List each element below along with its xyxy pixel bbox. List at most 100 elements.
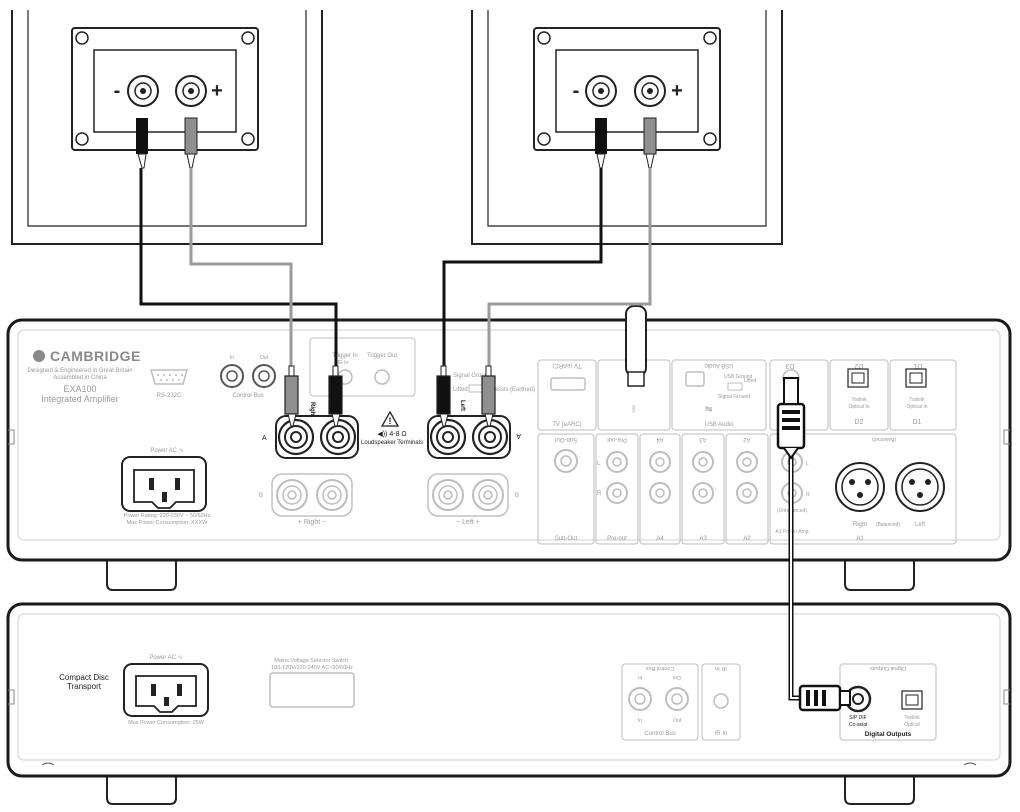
transport-name-line-1: Compact Disc [59, 673, 109, 682]
amp-power-ac-label: Power AC ∿ [150, 448, 183, 454]
a3-r-jack [692, 482, 714, 504]
negative-binding-post [127, 75, 159, 107]
a3-label-flipped: A3 [699, 436, 707, 442]
xlr-right-label: Right [853, 522, 867, 528]
negative-plug [136, 118, 148, 154]
transport-in-label: In [638, 718, 642, 724]
transport-in-top: In [638, 674, 642, 680]
mains-selector-line-1: Mains Voltage Selector Switch: [274, 658, 350, 664]
lifted-label: Lifted [453, 387, 468, 393]
pre-out-label-flipped: Pre-out [607, 436, 627, 442]
optical-label: Optical [904, 722, 920, 728]
control-bus-label: Control Bus [232, 393, 263, 399]
speaker-a-label-right: A [516, 432, 521, 439]
usb-signal-ground-label: Signal Ground [718, 394, 750, 400]
amp-max-power-label: Max Power Consumption: XXXW [127, 520, 209, 526]
rs232-port [150, 369, 188, 385]
mains-selector-line-2: 100-120V/220-240V AC~50/60Hz [271, 665, 353, 671]
earthed-label: Chassis (Earthed) [487, 387, 535, 393]
transport-name-line-2: Transport [67, 682, 102, 691]
d1-optical-label: Optical In [906, 404, 927, 410]
coaxial-output-jack [844, 685, 872, 713]
transport-out-top: Out [672, 674, 681, 680]
usb-icon: ⇋ [705, 404, 713, 414]
right-speaker: - + [471, 10, 783, 245]
d1-label-flipped: D1 [913, 362, 922, 369]
plug-right-negative [328, 375, 343, 415]
cambridge-logo-icon [33, 350, 45, 362]
transport-ir-jack [713, 693, 729, 709]
positive-binding-post [175, 75, 207, 107]
plus-label: + [671, 80, 683, 102]
amp-speaker-plugs: Right Left [284, 365, 496, 427]
negative-plug [595, 118, 607, 154]
a1-label: A1 [856, 536, 864, 542]
svg-text:!: ! [389, 416, 392, 426]
plug-right-label: Right [309, 402, 315, 417]
made-in-line-2: Assembled in China [53, 375, 107, 381]
control-bus-in-jack [220, 364, 244, 388]
xlr-left-input [895, 462, 945, 512]
trigger-out-jack [374, 369, 390, 385]
sub-out-label: Sub-Out [555, 536, 578, 542]
d2-label-flipped: D2 [854, 362, 863, 369]
right-speaker-positive-cable [487, 168, 652, 366]
plug-left-negative [436, 375, 451, 415]
transport-ir-label: IR In [715, 731, 728, 737]
speaker-terminal-plate [533, 27, 721, 151]
pre-l-label: L [597, 461, 601, 467]
balanced-label: (Balanced) [876, 522, 901, 528]
a3-label: A3 [699, 536, 707, 542]
brand-name: CAMBRIDGE [50, 348, 141, 364]
a4-l-jack [649, 451, 671, 473]
model-description: Integrated Amplifier [41, 394, 119, 404]
usb-b-port [685, 371, 705, 387]
impedance-label: ◀)) 4-8 Ω [377, 431, 406, 438]
rs232-label: RS-232C [157, 393, 182, 399]
right-positive-terminal-a [319, 418, 357, 456]
right-speaker-negative-cable [442, 168, 603, 366]
digital-outputs-label: Digital Outputs [865, 731, 912, 738]
a4-label-flipped: A4 [656, 436, 664, 442]
negative-binding-post [585, 75, 617, 107]
d2-toslink-port [847, 368, 869, 388]
pre-out-l-jack [606, 451, 628, 473]
d1-toslink-label: Toslink [909, 397, 925, 403]
control-bus-out-jack [252, 364, 276, 388]
pre-out-label: Pre-out [607, 536, 627, 542]
d2-label: D2 [855, 419, 864, 426]
right-negative-terminal-a [277, 418, 315, 456]
amp-power-inlet [121, 456, 207, 512]
speaker-cables [139, 168, 652, 366]
made-in-line-1: Designed & Engineered in Great Britain [27, 368, 132, 374]
trigger-ir-label: IR In [338, 360, 349, 366]
plus-label: + [211, 80, 223, 102]
a1-r-small-label: R [806, 492, 810, 498]
trigger-in-label: Trigger In [332, 353, 357, 359]
sub-out-jack [554, 449, 578, 473]
left-negative-terminal-a [429, 418, 467, 456]
right-terminals-label: + Right − [298, 519, 326, 526]
transport-power-ac-label: Power AC ∿ [149, 655, 182, 661]
control-in-label: In [230, 355, 234, 361]
transport-control-bus-label: Control Bus [644, 731, 675, 737]
pre-out-r-jack [606, 482, 628, 504]
a2-label: A2 [743, 536, 751, 542]
a2-r-jack [736, 482, 758, 504]
transport-control-out-jack [665, 687, 689, 711]
a3-l-jack [692, 451, 714, 473]
transport-ir-flipped: IR In [715, 665, 727, 671]
left-terminals-b [432, 479, 504, 511]
plug-left-label: Left [459, 400, 465, 411]
transport-control-in-jack [628, 687, 652, 711]
positive-binding-post [634, 75, 666, 107]
d1-label: D1 [913, 419, 922, 426]
tv-arc-label-flipped: TV (eARC) [552, 362, 581, 368]
positive-plug [643, 117, 657, 155]
positive-plug [184, 117, 198, 155]
transport-max-power-label: Max Power Consumption: 25W [128, 720, 205, 726]
right-terminals-b [276, 479, 348, 511]
left-speaker: - + [11, 10, 323, 245]
hdmi-port [550, 377, 586, 391]
